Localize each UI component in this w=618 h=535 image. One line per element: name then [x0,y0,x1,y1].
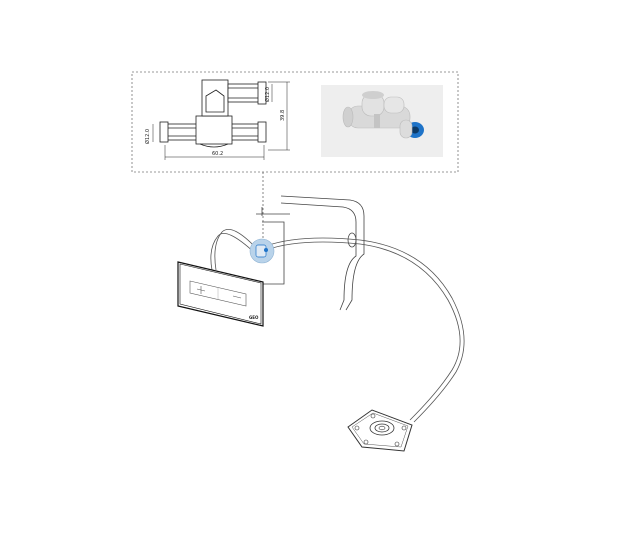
detail-inset: 60.2 Ø12.0 Ø12.0 39.8 [131,71,459,173]
screw-hole [354,425,360,431]
screw-hole [370,413,376,419]
flush-plate: GEO [177,261,264,327]
floor-button [347,409,413,452]
dim-outlet-diameter: Ø12.0 [264,87,271,102]
dimension-lines [152,81,290,160]
tee-fitting-drawing [159,79,267,148]
hoses [210,228,465,423]
fitting-location [249,238,275,264]
dim-height: 39.8 [280,110,286,121]
screw-hole [401,425,407,431]
full-flush-icon [196,286,206,294]
screw-hole [394,441,400,447]
fitting-photo [321,85,443,157]
dim-overall-length: 60.2 [212,151,223,157]
toilet-outline [256,195,365,311]
screw-hole [363,439,369,445]
brand-logo: GEO [249,315,259,320]
half-flush-icon [232,295,242,299]
dim-inlet-diameter: Ø12.0 [144,129,151,144]
